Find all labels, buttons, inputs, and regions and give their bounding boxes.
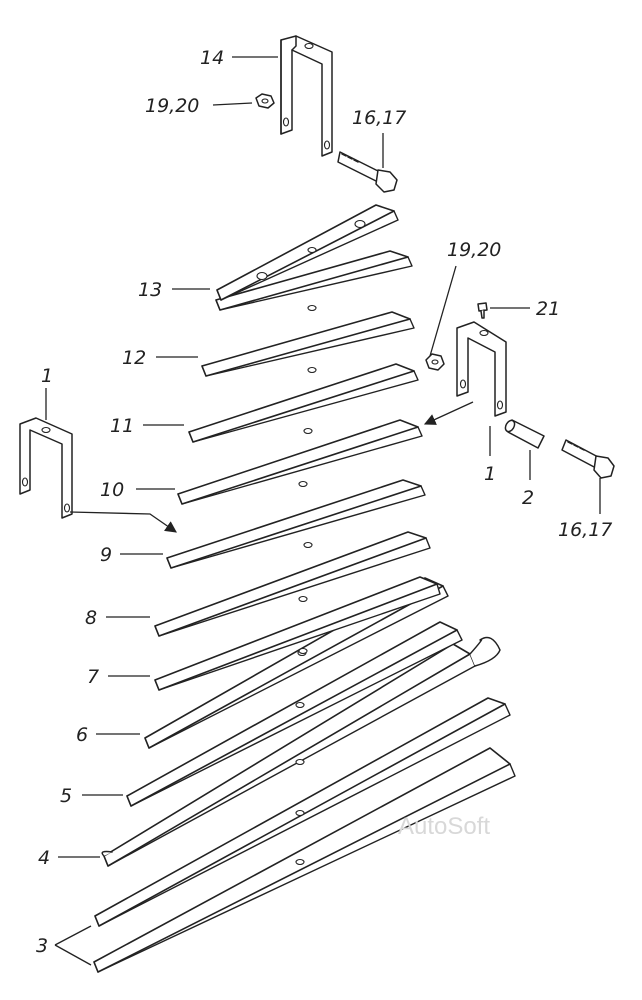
callout-19-20-top: 19,20 <box>145 95 199 117</box>
callout-7: 7 <box>87 666 99 688</box>
nut-19-20-right <box>425 353 445 371</box>
callout-16-17-right: 16,17 <box>558 519 612 541</box>
clamp-14 <box>280 35 333 157</box>
callout-1-right: 1 <box>484 463 496 485</box>
spring-leaf-11 <box>188 363 419 443</box>
callout-21: 21 <box>536 298 560 320</box>
screw-21 <box>477 302 488 319</box>
callout-1-left: 1 <box>41 365 53 387</box>
clamp-1-left <box>19 417 73 519</box>
callout-8: 8 <box>85 607 97 629</box>
callout-19-20-right: 19,20 <box>447 239 501 261</box>
spring-leaf-3-lower <box>93 747 516 973</box>
spring-leaf-12 <box>201 311 415 377</box>
callout-5: 5 <box>60 785 72 807</box>
callout-14: 14 <box>200 47 224 69</box>
clamp-1-right <box>456 321 507 417</box>
spring-leaf-3-upper <box>94 697 511 927</box>
spring-leaf-10 <box>177 419 423 505</box>
spring-leaf-4 <box>101 636 501 867</box>
spring-leaf-8 <box>154 531 431 637</box>
callout-9: 9 <box>100 544 112 566</box>
callout-3: 3 <box>36 935 48 957</box>
spring-leaf-9 <box>166 479 426 569</box>
watermark: AutoSoft <box>398 813 490 840</box>
bolt-16-17-top <box>337 151 398 193</box>
callout-11: 11 <box>110 415 134 437</box>
callout-4: 4 <box>38 847 50 869</box>
callout-13: 13 <box>138 279 162 301</box>
callout-12: 12 <box>122 347 146 369</box>
spring-leaf-7 <box>154 576 441 691</box>
nut-19-20-top <box>255 93 275 109</box>
spring-leaf-top <box>216 204 399 301</box>
callout-16-17-top: 16,17 <box>352 107 406 129</box>
callout-2: 2 <box>522 487 534 509</box>
pin-2 <box>504 419 545 449</box>
spring-leaf-13 <box>215 250 413 312</box>
callout-6: 6 <box>76 724 88 746</box>
bolt-16-17-right <box>561 439 615 479</box>
callout-10: 10 <box>100 479 124 501</box>
spring-leaf-5 <box>126 621 463 807</box>
leader-lines <box>45 56 601 966</box>
